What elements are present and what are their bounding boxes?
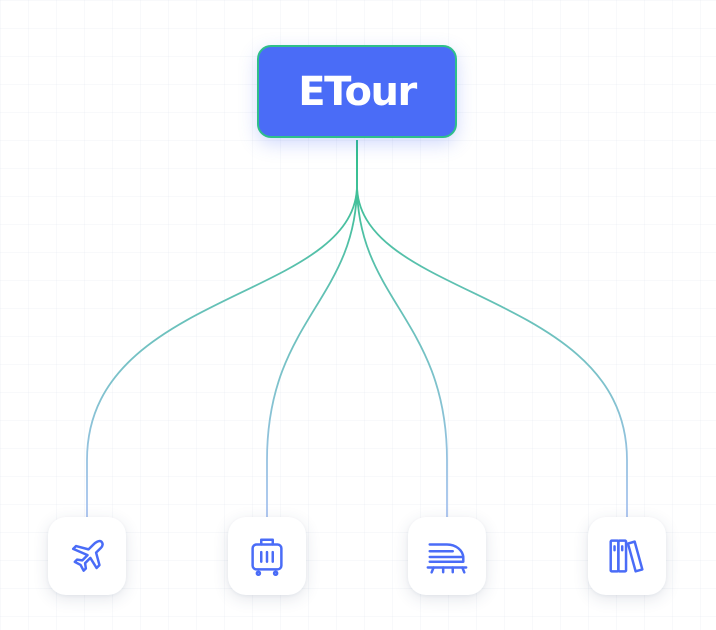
connector-root-to-train (356, 140, 448, 517)
leaf-node-books[interactable] (588, 517, 666, 595)
train-icon (426, 543, 468, 574)
connector-root-to-luggage (266, 140, 358, 517)
connector-root-to-airplane (86, 140, 358, 517)
connector-root-to-books (356, 140, 628, 517)
leaf-node-train[interactable] (408, 517, 486, 595)
root-node[interactable]: ETour (257, 45, 457, 138)
leaf-node-luggage[interactable] (228, 517, 306, 595)
airplane-icon (71, 539, 104, 572)
books-icon (609, 539, 644, 573)
root-node-label: ETour (298, 68, 417, 115)
luggage-icon (251, 538, 283, 577)
leaf-node-airplane[interactable] (48, 517, 126, 595)
